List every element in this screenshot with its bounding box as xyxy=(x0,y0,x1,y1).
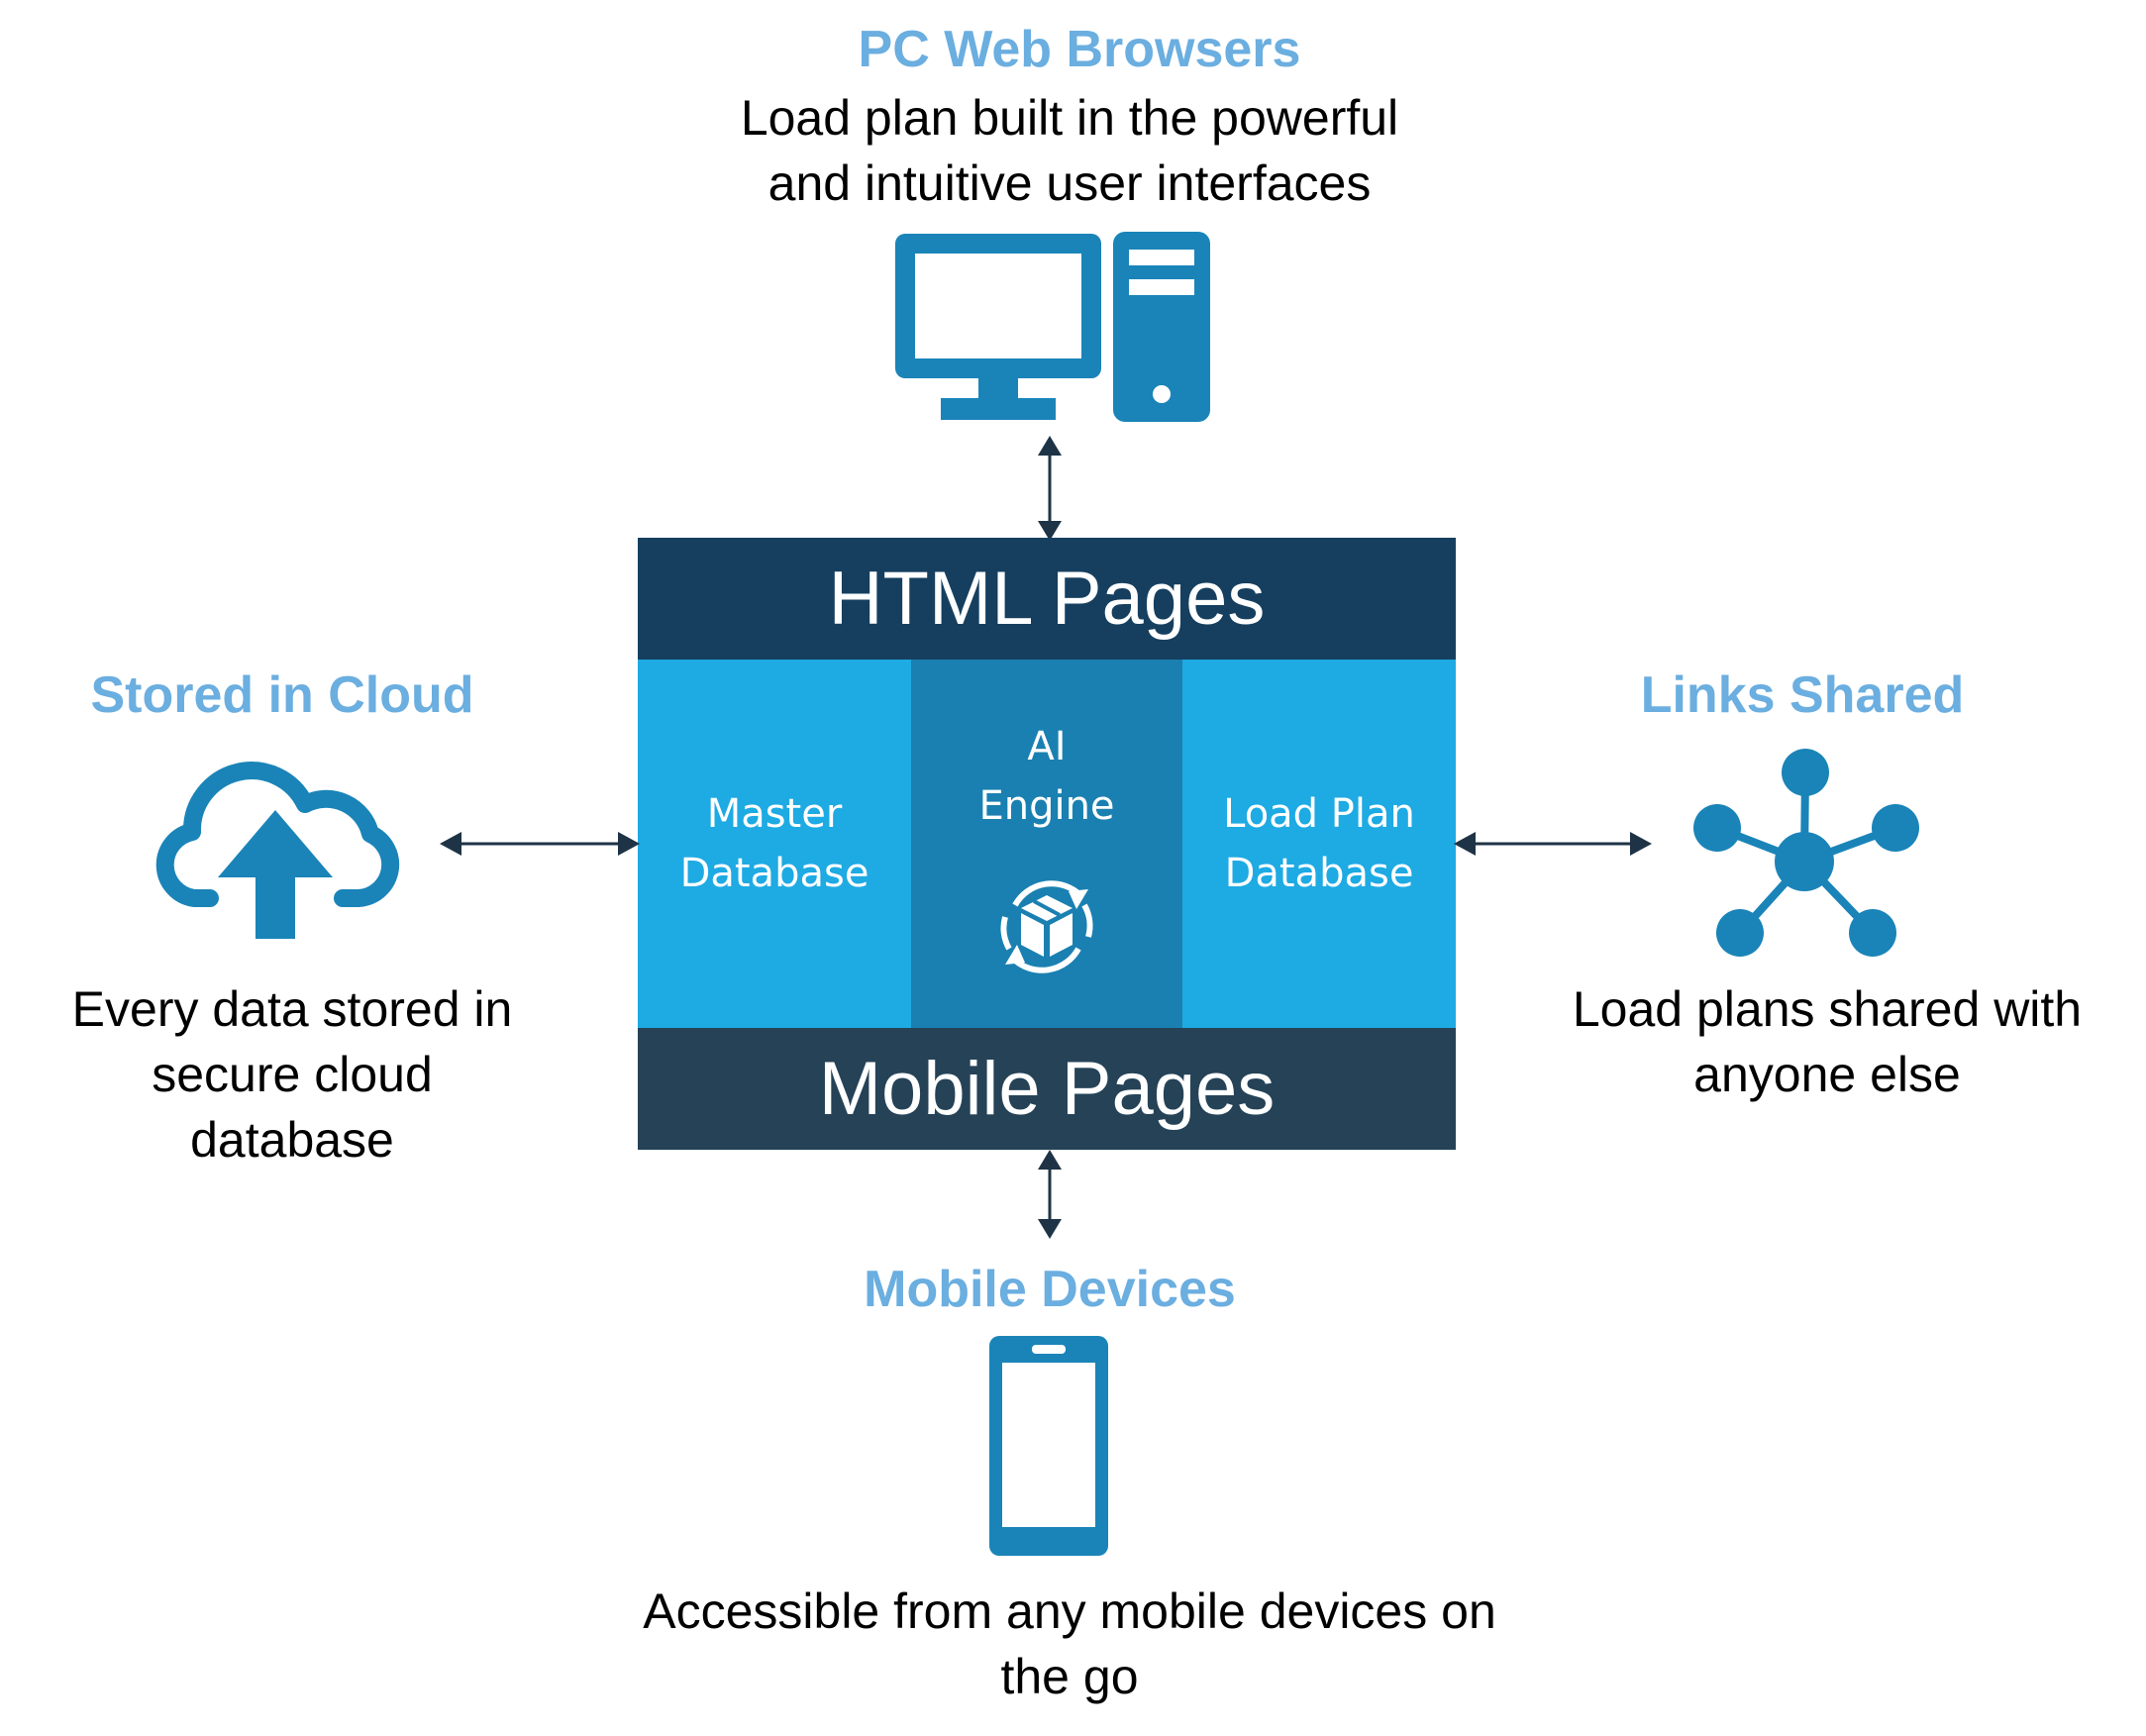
cloud-upload-icon xyxy=(155,762,400,939)
links-desc-line-2: anyone else xyxy=(1693,1047,1961,1102)
cloud-desc-line-2: secure cloud xyxy=(152,1047,433,1102)
stored-in-cloud-heading: Stored in Cloud xyxy=(90,666,474,724)
pc-desc-line-2: and intuitive user interfaces xyxy=(767,155,1372,211)
mobile-devices-description: Accessible from any mobile devices on th… xyxy=(535,1579,1604,1709)
network-share-icon xyxy=(1693,749,1919,957)
smartphone-icon xyxy=(989,1336,1108,1556)
ai-engine-cell: AI Engine xyxy=(911,660,1182,1028)
package-sync-icon xyxy=(1000,880,1093,973)
ai-engine-line-1: AI xyxy=(1027,724,1067,769)
desktop-computer-icon xyxy=(895,232,1210,422)
links-shared-description: Load plans shared with anyone else xyxy=(1515,976,2139,1107)
master-database-line-1: Master xyxy=(706,791,843,837)
arrow-bottom-connector xyxy=(1038,1150,1062,1239)
mobile-desc-line-2: the go xyxy=(1000,1649,1139,1704)
pc-web-browsers-description: Load plan built in the powerful and intu… xyxy=(574,85,1565,216)
mobile-pages-bar: Mobile Pages xyxy=(638,1028,1456,1150)
html-pages-bar: HTML Pages xyxy=(638,538,1456,660)
stored-in-cloud-description: Every data stored in secure cloud databa… xyxy=(0,976,584,1173)
pc-desc-line-1: Load plan built in the powerful xyxy=(740,90,1399,146)
cloud-desc-line-1: Every data stored in xyxy=(71,981,513,1037)
arrow-left-connector xyxy=(440,832,640,856)
load-plan-database-line-1: Load Plan xyxy=(1223,791,1415,837)
load-plan-database-line-2: Database xyxy=(1224,851,1414,896)
arrow-top-connector xyxy=(1038,436,1062,541)
pc-web-browsers-heading: PC Web Browsers xyxy=(858,21,1301,78)
master-database-cell: Master Database xyxy=(638,660,911,1028)
ai-engine-line-2: Engine xyxy=(978,783,1115,829)
master-database-line-2: Database xyxy=(679,851,869,896)
mobile-desc-line-1: Accessible from any mobile devices on xyxy=(643,1583,1496,1639)
links-desc-line-1: Load plans shared with xyxy=(1572,981,2083,1037)
arrow-right-connector xyxy=(1454,832,1652,856)
cloud-desc-line-3: database xyxy=(190,1112,394,1168)
load-plan-database-cell: Load Plan Database xyxy=(1182,660,1456,1028)
mobile-devices-heading: Mobile Devices xyxy=(864,1261,1236,1318)
links-shared-heading: Links Shared xyxy=(1640,666,1965,724)
